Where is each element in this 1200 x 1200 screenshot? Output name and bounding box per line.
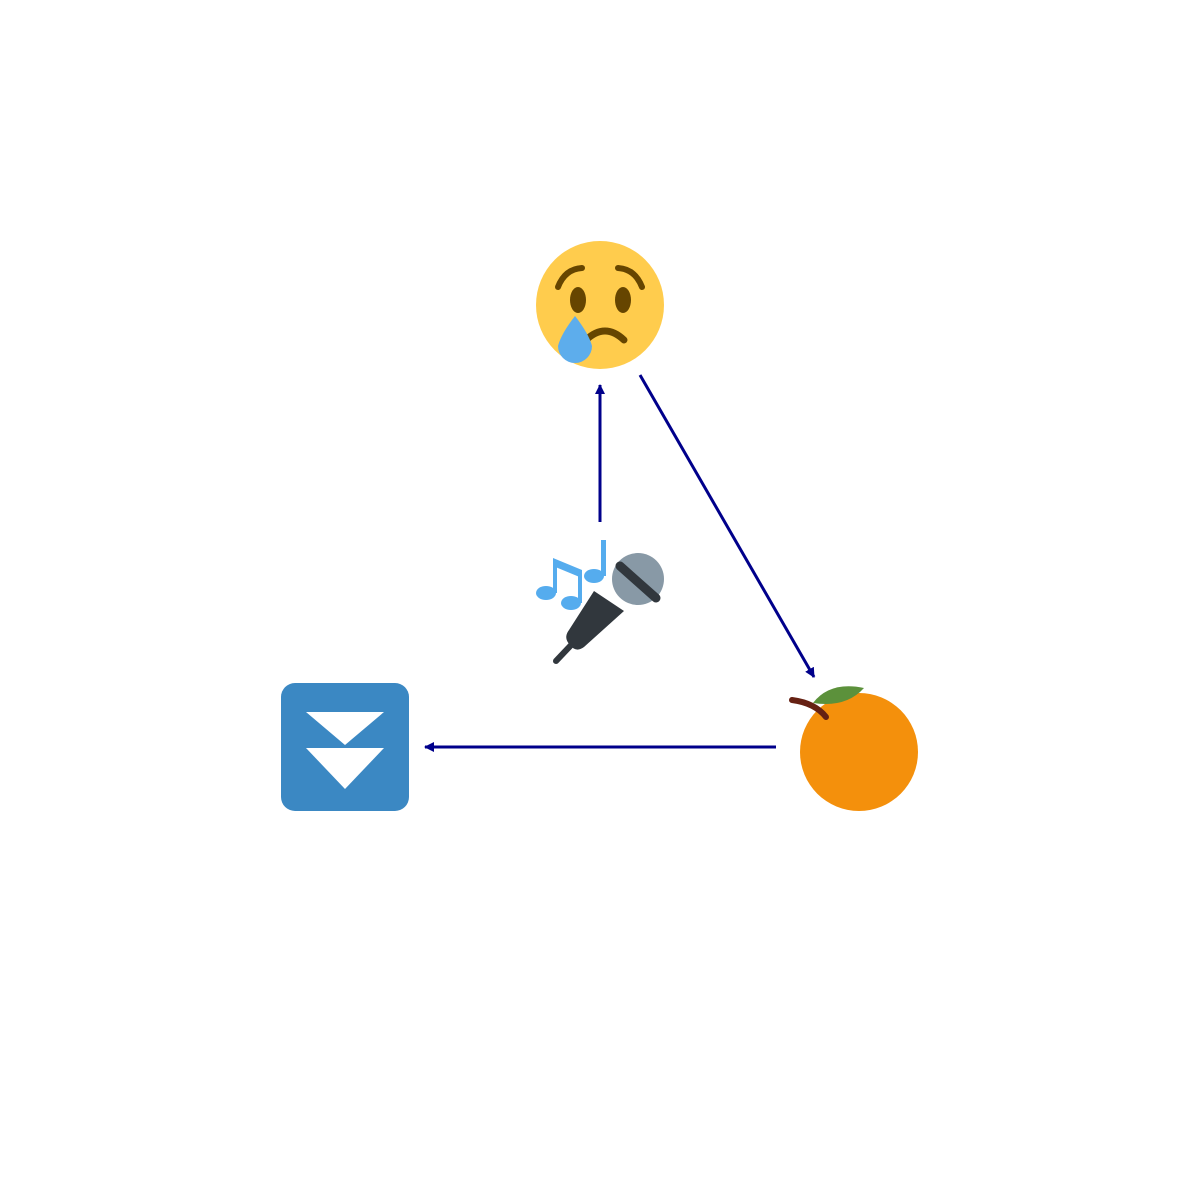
microphone-icon [536,540,664,664]
edges [424,374,816,752]
edge-crying-to-orange [638,374,816,678]
crying-face-icon [536,241,664,369]
music-notes-icon [536,540,606,610]
tangerine-icon [789,686,918,811]
fast-down-button-icon [281,683,409,811]
